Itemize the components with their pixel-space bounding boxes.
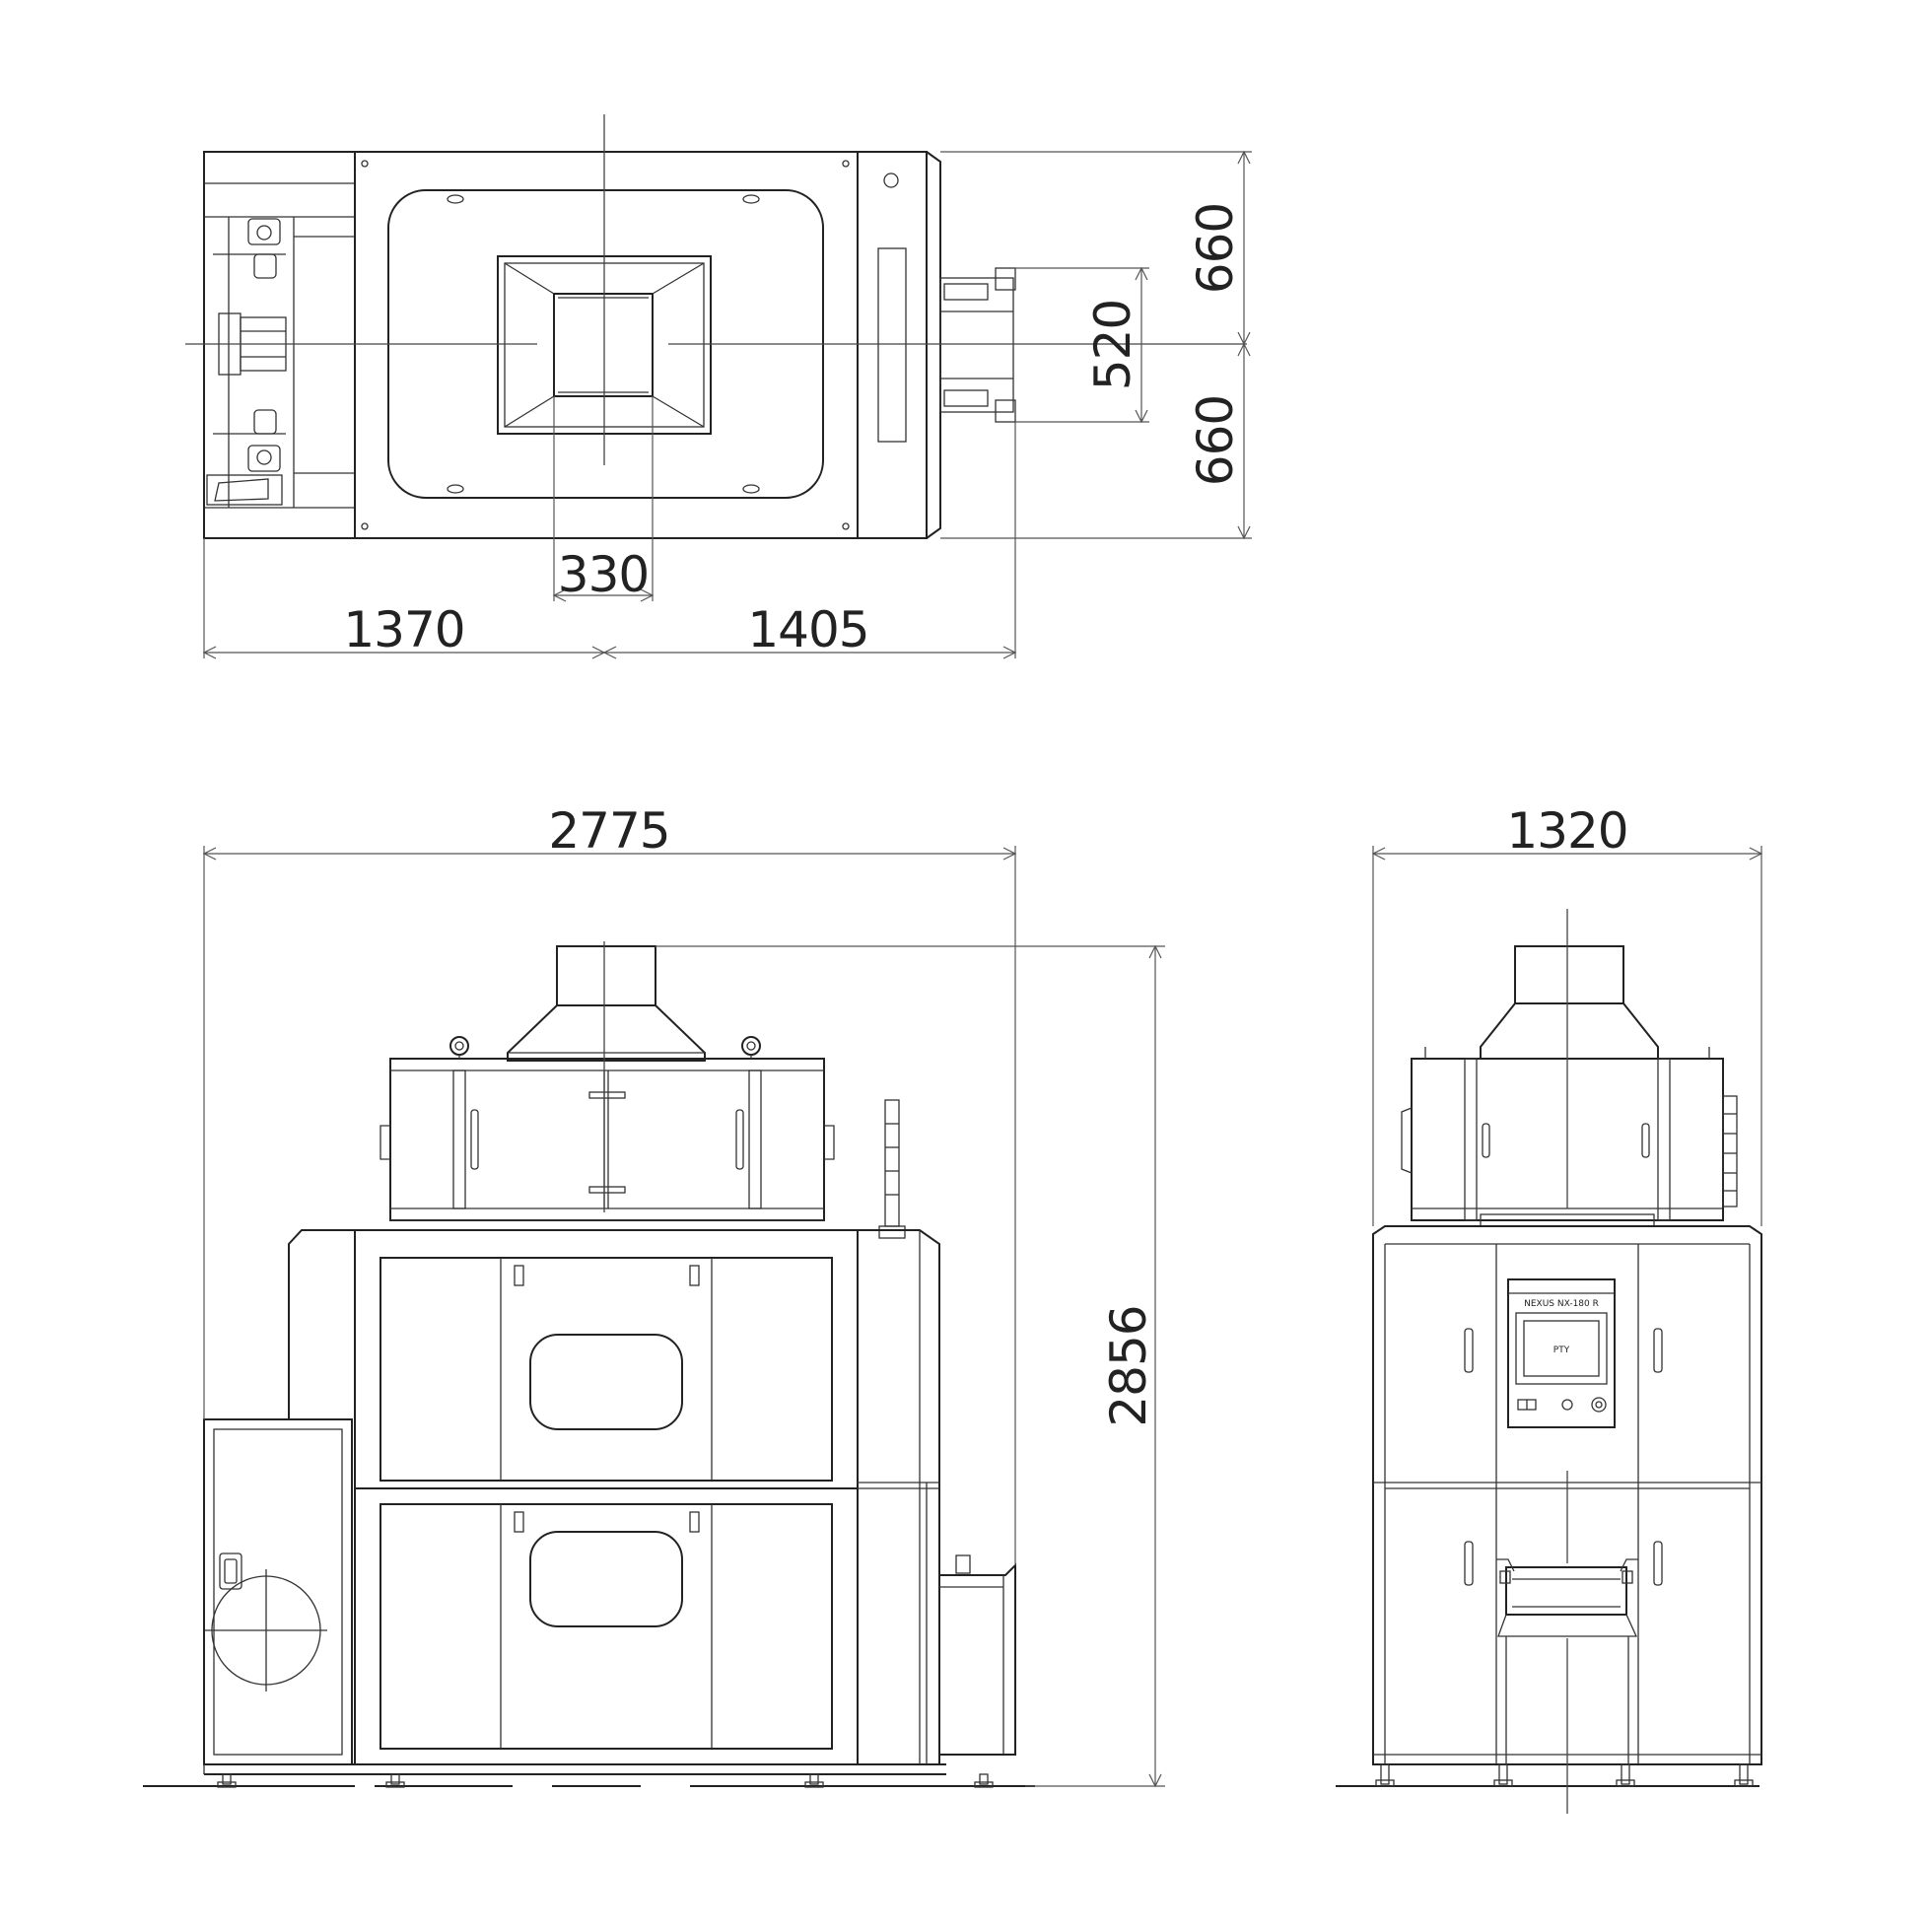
dim-side-total-width: 1320 [1506, 802, 1627, 860]
front-feet [217, 1773, 994, 1788]
dim-top-left-length: 1370 [343, 601, 464, 658]
side-chimney [1514, 945, 1624, 1004]
touch-screen [1515, 1312, 1608, 1385]
front-left-cabinet [203, 1418, 353, 1765]
top-view: 660 660 520 330 1370 1405 [185, 114, 1252, 659]
side-tray [1505, 1566, 1627, 1616]
side-view: NEXUS NX-180 R PTY [1336, 802, 1763, 1814]
side-button-stack [1722, 1095, 1738, 1208]
dim-top-height-lower: 660 [1187, 395, 1244, 486]
screen-label: PTY [1553, 1346, 1570, 1355]
dim-top-inner-width: 520 [1084, 300, 1141, 390]
signal-tower [884, 1099, 900, 1227]
clamp-icon [247, 218, 281, 245]
key-switch-icon [1561, 1399, 1573, 1411]
front-upper-hood [389, 1058, 825, 1221]
side-lower-body [1372, 1225, 1762, 1765]
dim-top-opening: 330 [558, 546, 649, 603]
top-control-panel [857, 151, 928, 539]
front-main-cabinet [354, 1229, 859, 1765]
front-chimney [556, 945, 656, 1006]
dim-front-total-height: 2856 [1100, 1305, 1157, 1426]
top-left-module [203, 151, 356, 539]
emergency-stop-icon [1591, 1397, 1607, 1413]
front-view: 2775 2856 [143, 802, 1165, 1788]
front-window-upper [529, 1334, 683, 1430]
dim-front-total-length: 2775 [548, 802, 669, 860]
lifting-eye-icon [741, 1036, 761, 1056]
side-feet [1375, 1763, 1754, 1787]
front-window-lower [529, 1531, 683, 1627]
front-right-column [858, 1229, 940, 1764]
dim-top-height-upper: 660 [1187, 203, 1244, 294]
clamp-icon [247, 445, 281, 472]
top-main-body [354, 151, 859, 539]
model-label: NEXUS NX-180 R [1524, 1299, 1599, 1309]
control-panel [1507, 1278, 1616, 1428]
lifting-eye-icon [449, 1036, 469, 1056]
dim-top-right-length: 1405 [747, 601, 868, 658]
